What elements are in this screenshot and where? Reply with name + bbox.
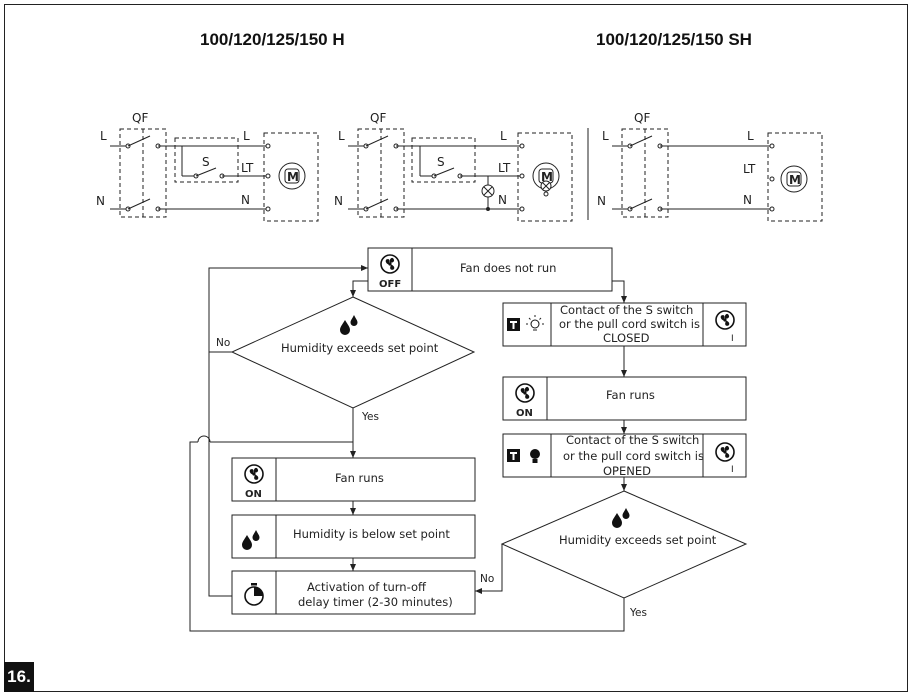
motor-label: M — [287, 170, 299, 184]
humidity-below-box: Humidity is below set point — [231, 514, 476, 559]
contact-opened-box: Contact of the S switch or the pull cord… — [502, 433, 747, 478]
bulb-off-icon — [526, 315, 544, 331]
closed-text-line2: or the pull cord switch is — [559, 317, 700, 331]
wiring-diagram-h-simple: QF L N S L LT N M — [96, 111, 319, 222]
humidity-exceeds-text-left: Humidity exceeds set point — [281, 341, 439, 355]
humidity-decision-right: Humidity exceeds set point — [500, 490, 748, 599]
opened-text-line3: OPENED — [603, 464, 651, 478]
switch-icon — [507, 449, 520, 462]
fan-runs-box-left: ON Fan runs — [231, 457, 476, 502]
timer-box: Activation of turn-off delay timer (2-30… — [231, 570, 476, 615]
figure-frame — [4, 4, 908, 692]
fan-does-not-run-box: OFF Fan does not run — [367, 247, 613, 292]
l-label: L — [100, 129, 107, 143]
l-out-label-2: L — [500, 129, 507, 143]
title-sh-models: 100/120/125/150 SH — [596, 30, 752, 49]
motor-label-2: M — [541, 170, 553, 184]
no-label-left: No — [216, 337, 230, 349]
switch-icon — [507, 318, 520, 331]
motor-label-3: M — [789, 173, 801, 187]
fan-icon — [380, 254, 400, 274]
fan-runs-box-right: ON Fan runs — [502, 376, 747, 421]
yes-label-left: Yes — [361, 411, 379, 423]
wiring-diagram-h-lamp: QF L N S L LT N M — [334, 111, 573, 222]
opened-text-line1: Contact of the S switch — [566, 433, 699, 447]
lt-label-2: LT — [498, 161, 511, 175]
timer-icon — [244, 583, 264, 606]
n-label-2: N — [334, 194, 343, 208]
l-label-3: L — [602, 129, 609, 143]
timer-text-line2: delay timer (2-30 minutes) — [298, 595, 453, 609]
bulb-on-icon — [530, 449, 540, 463]
qf-label-2: QF — [370, 111, 386, 125]
fan-does-not-run-text: Fan does not run — [460, 261, 556, 275]
lt-label: LT — [241, 161, 254, 175]
yes-label-right: Yes — [629, 607, 647, 619]
timer-text-line1: Activation of turn-off — [307, 580, 427, 594]
speed-one-label-2: I — [731, 465, 734, 475]
fan-runs-text-left: Fan runs — [335, 471, 384, 485]
l-label-2: L — [338, 129, 345, 143]
on-label-right: ON — [516, 408, 533, 419]
off-label: OFF — [379, 279, 401, 290]
fan-icon — [715, 310, 735, 330]
l-out-label-3: L — [747, 129, 754, 143]
humidity-exceeds-text-right: Humidity exceeds set point — [559, 533, 717, 547]
n-out-label: N — [241, 193, 250, 207]
qf-label-3: QF — [634, 111, 650, 125]
s-label: S — [202, 155, 210, 169]
closed-text-line1: Contact of the S switch — [560, 303, 693, 317]
l-out-label: L — [243, 129, 250, 143]
humidity-below-text: Humidity is below set point — [293, 527, 450, 541]
fan-icon — [715, 442, 735, 462]
figure-number-badge: 16. — [4, 662, 34, 692]
speed-one-label: I — [731, 334, 734, 344]
on-label-left: ON — [245, 489, 262, 500]
no-label-right: No — [480, 573, 494, 585]
fan-icon — [515, 383, 535, 403]
lt-label-3: LT — [743, 162, 756, 176]
n-label: N — [96, 194, 105, 208]
wiring-diagram-sh: QF L N L LT N M — [597, 111, 823, 222]
qf-label: QF — [132, 111, 148, 125]
closed-text-line3: CLOSED — [603, 331, 650, 345]
opened-text-line2: or the pull cord switch is — [563, 449, 704, 463]
fan-runs-text-right: Fan runs — [606, 388, 655, 402]
s-label-2: S — [437, 155, 445, 169]
contact-closed-box: Contact of the S switch or the pull cord… — [502, 302, 747, 347]
n-out-label-3: N — [743, 193, 752, 207]
humidity-decision-left: Humidity exceeds set point — [230, 296, 476, 409]
title-h-models: 100/120/125/150 H — [200, 30, 345, 49]
n-out-label-2: N — [498, 193, 507, 207]
n-label-3: N — [597, 194, 606, 208]
fan-icon — [244, 464, 264, 484]
